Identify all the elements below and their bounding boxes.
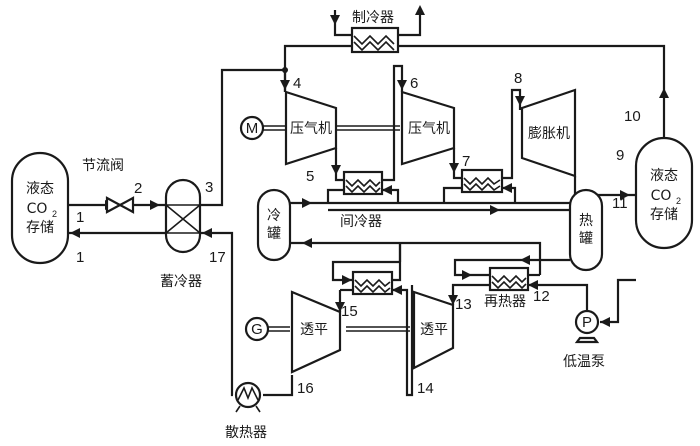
state-point: 7 bbox=[462, 153, 470, 170]
arrow-icon bbox=[392, 285, 402, 295]
state-point: 15 bbox=[341, 303, 358, 320]
arrow-icon bbox=[448, 295, 458, 305]
state-point: 14 bbox=[417, 380, 434, 397]
state-point: 10 bbox=[624, 108, 641, 125]
arrow-icon bbox=[520, 255, 530, 265]
state-point: 8 bbox=[514, 70, 522, 87]
intercooler-1 bbox=[342, 170, 384, 196]
flow-arrows bbox=[70, 5, 669, 327]
state-point: 13 bbox=[455, 296, 472, 313]
radiator: 散热器 bbox=[225, 381, 267, 441]
hot-tank-label: 热 bbox=[579, 213, 593, 229]
tank-label: 存储 bbox=[650, 207, 678, 223]
reheater-2: 再热器 bbox=[484, 266, 530, 310]
turbine-1: 透平 bbox=[290, 290, 342, 374]
state-point: 3 bbox=[205, 179, 213, 196]
state-point: 1 bbox=[76, 209, 84, 226]
arrow-icon bbox=[462, 270, 472, 280]
turbine-2-label: 透平 bbox=[420, 322, 448, 338]
expander-label: 膨胀机 bbox=[528, 125, 570, 142]
compressor-1: 压气机 bbox=[284, 90, 338, 166]
arrow-icon bbox=[202, 228, 212, 238]
tank-label: CO bbox=[27, 201, 48, 217]
cold-tank-label: 罐 bbox=[267, 226, 281, 242]
lco2-storage-tank-left: 液态 CO 2 存储 bbox=[10, 151, 70, 265]
state-point: 6 bbox=[410, 75, 418, 92]
compressor-2-label: 压气机 bbox=[408, 121, 450, 137]
tank-label: CO bbox=[651, 188, 672, 204]
throttle-valve[interactable]: 节流阀 bbox=[82, 158, 135, 214]
arrow-icon bbox=[528, 280, 538, 290]
cold-tank-label: 冷 bbox=[267, 208, 281, 224]
arrow-icon bbox=[302, 238, 312, 248]
turbine-2: 透平 bbox=[412, 290, 455, 370]
pump-label: 低温泵 bbox=[563, 354, 605, 370]
arrow-icon bbox=[342, 275, 352, 285]
state-point: 11 bbox=[612, 195, 628, 212]
reheater-1 bbox=[351, 270, 394, 296]
arrow-icon bbox=[330, 15, 340, 25]
generator: G bbox=[244, 316, 270, 342]
radiator-label: 散热器 bbox=[225, 425, 267, 441]
state-point: 9 bbox=[616, 147, 624, 164]
reheater-label: 再热器 bbox=[484, 294, 526, 310]
lco2-storage-tank-right: 液态 CO 2 存储 bbox=[634, 136, 694, 250]
chiller-label: 制冷器 bbox=[352, 10, 394, 26]
state-point: 12 bbox=[533, 288, 550, 305]
arrow-icon bbox=[397, 80, 407, 90]
tank-label: 液态 bbox=[650, 168, 678, 184]
expander: 膨胀机 bbox=[520, 88, 577, 178]
cold-accumulator-label: 蓄冷器 bbox=[160, 274, 202, 290]
arrow-icon bbox=[70, 228, 80, 238]
intercooler-label: 间冷器 bbox=[340, 214, 382, 230]
arrow-icon bbox=[331, 165, 341, 175]
arrow-icon bbox=[302, 198, 312, 208]
generator-symbol: G bbox=[251, 321, 263, 338]
arrow-icon bbox=[335, 302, 345, 312]
state-point: 1 bbox=[76, 249, 84, 266]
chiller: 制冷器 bbox=[350, 10, 400, 54]
state-point: 16 bbox=[297, 380, 314, 397]
arrow-icon bbox=[280, 80, 290, 90]
arrow-icon bbox=[600, 317, 610, 327]
tank-label: 存储 bbox=[26, 220, 54, 236]
arrow-icon bbox=[502, 183, 512, 193]
low-temp-pump[interactable]: P 低温泵 bbox=[563, 309, 605, 370]
state-point: 4 bbox=[293, 75, 301, 92]
state-point: 17 bbox=[209, 249, 226, 266]
arrow-icon bbox=[515, 96, 525, 106]
state-point-labels: 1 1 2 3 4 5 6 7 8 9 10 11 12 13 14 15 16… bbox=[76, 70, 641, 397]
arrow-icon bbox=[382, 185, 392, 195]
arrow-icon bbox=[490, 205, 500, 215]
tank-label: 液态 bbox=[26, 181, 54, 197]
state-point: 2 bbox=[134, 180, 142, 197]
arrow-icon bbox=[620, 190, 630, 200]
arrow-icon bbox=[659, 88, 669, 98]
intercooler-2 bbox=[460, 168, 504, 194]
pipes bbox=[68, 10, 666, 397]
pump-symbol: P bbox=[582, 314, 592, 331]
turbine-1-label: 透平 bbox=[300, 322, 328, 338]
compressor-1-label: 压气机 bbox=[290, 121, 332, 137]
cold-tank: 冷 罐 bbox=[256, 188, 292, 262]
junction-node bbox=[282, 67, 288, 73]
arrow-icon bbox=[449, 163, 459, 173]
motor: M bbox=[239, 115, 265, 141]
cold-accumulator: 蓄冷器 bbox=[160, 178, 202, 290]
arrow-icon bbox=[150, 200, 160, 210]
state-point: 5 bbox=[306, 168, 314, 185]
arrow-icon bbox=[415, 5, 425, 15]
hot-tank-label: 罐 bbox=[579, 231, 593, 247]
tank-label-subscript: 2 bbox=[52, 209, 57, 219]
hot-tank: 热 罐 bbox=[568, 188, 604, 272]
motor-symbol: M bbox=[246, 120, 259, 137]
tank-label-subscript: 2 bbox=[676, 196, 681, 206]
compressor-2: 压气机 bbox=[400, 90, 456, 166]
throttle-valve-label: 节流阀 bbox=[82, 158, 124, 174]
